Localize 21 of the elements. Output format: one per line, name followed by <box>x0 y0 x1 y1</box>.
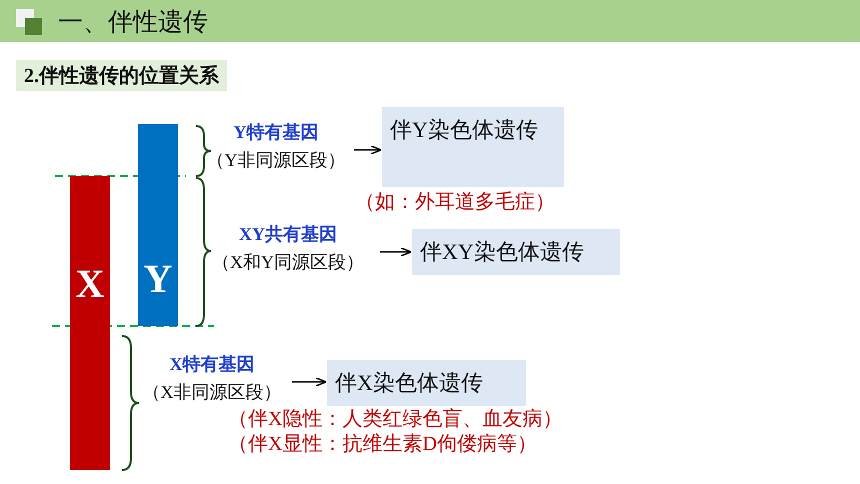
chromosome-bar <box>138 124 178 326</box>
chromosome-letter: Y <box>144 254 172 302</box>
arrow <box>292 377 327 387</box>
arrow <box>354 145 382 155</box>
slide-title: 一、伴性遗传 <box>58 6 208 38</box>
chromosome-letter: X <box>76 260 104 306</box>
chromosome-bar <box>70 176 110 470</box>
example-note: （伴X隐性：人类红绿色盲、血友病） <box>228 407 564 432</box>
arrow <box>380 247 412 257</box>
segment-label: （X和Y同源区段） <box>212 251 364 274</box>
gene-heading: XY共有基因 <box>239 223 337 246</box>
example-note: （如：外耳道多毛症） <box>355 190 556 215</box>
inheritance-box: 伴XY染色体遗传 <box>412 229 620 275</box>
example-note: （伴X显性：抗维生素D佝偻病等） <box>228 432 538 457</box>
gene-heading: X特有基因 <box>170 353 254 376</box>
segment-label: （X非同源区段） <box>142 381 282 404</box>
segment-label: （Y非同源区段） <box>206 149 346 172</box>
inheritance-box: 伴X染色体遗传 <box>327 360 526 406</box>
section-heading: 2.伴性遗传的位置关系 <box>16 60 227 91</box>
inheritance-box: 伴Y染色体遗传 <box>382 107 564 187</box>
gene-heading: Y特有基因 <box>234 121 318 144</box>
